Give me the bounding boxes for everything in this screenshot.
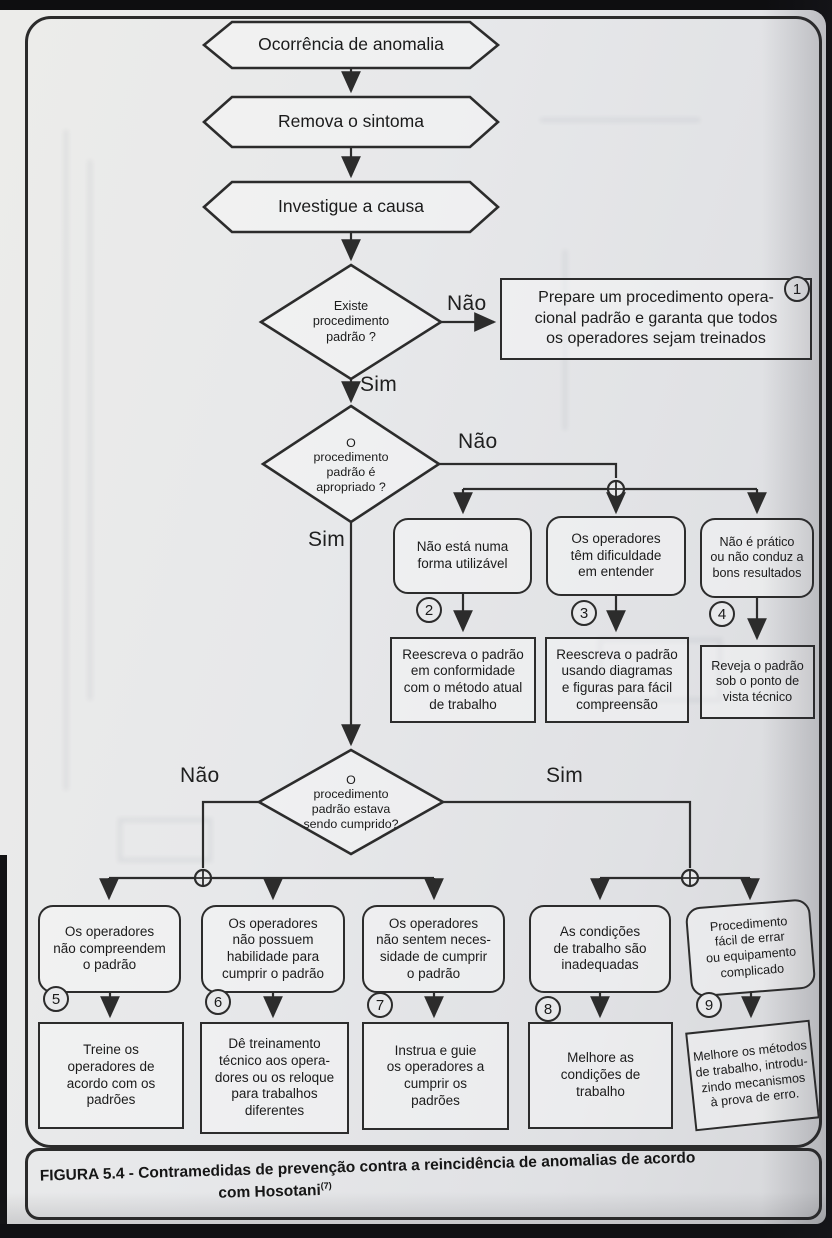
caption-box (25, 1148, 822, 1220)
cause-box-6: Os operadores não possuem habilidade par… (201, 905, 345, 993)
action-box-1: Prepare um procedimento opera- cional pa… (500, 278, 812, 360)
decision-shape-standard-followed (256, 748, 446, 856)
connector-lines (99, 68, 767, 1019)
step-number-1: 1 (784, 276, 810, 302)
step-number-5: 5 (43, 986, 69, 1012)
page-edge-shadow-left (0, 855, 7, 1224)
action-box-4: Reveja o padrão sob o ponto de vista téc… (700, 645, 815, 719)
action-box-3: Reescreva o padrão usando diagramas e fi… (545, 637, 689, 723)
cause-box-5: Os operadores não compreendem o padrão (38, 905, 181, 993)
step-number-8: 8 (535, 996, 561, 1022)
page-shading-right (762, 0, 832, 1238)
terminator-investigate-cause: Investigue a causa (278, 196, 424, 217)
book-page (0, 10, 826, 1224)
step-number-6: 6 (205, 989, 231, 1015)
action-box-8: Melhore as condições de trabalho (528, 1022, 673, 1129)
terminator-shape-start (201, 20, 501, 70)
action-box-7: Instrua e guie os operadores a cumprir o… (362, 1022, 509, 1130)
figure-frame (25, 16, 822, 1148)
action-box-2: Reescreva o padrão em conformidade com o… (390, 637, 536, 723)
branch-label-yes-2: Sim (308, 528, 346, 551)
cause-box-8: As condições de trabalho são inadequadas (529, 905, 671, 993)
cause-box-2: Não está numa forma utilizável (393, 518, 532, 594)
terminator-remove-symptom: Remova o sintoma (278, 111, 424, 132)
step-number-9: 9 (696, 992, 722, 1018)
or-junction-icon (606, 479, 626, 499)
or-junction-icon (680, 868, 700, 888)
decision-standard-followed: O procedimento padrão estava sendo cumpr… (303, 772, 399, 831)
cause-box-7: Os operadores não sentem neces- sidade d… (362, 905, 505, 993)
step-number-3: 3 (571, 600, 597, 626)
caption-reference-superscript: (7) (320, 1180, 332, 1191)
branch-label-yes-3: Sim (546, 764, 584, 787)
decision-standard-appropriate: O procedimento padrão é apropriado ? (313, 435, 389, 494)
decision-shape-standard-appropriate (260, 404, 442, 524)
terminator-shape-investigate (202, 180, 500, 234)
step-number-4: 4 (709, 601, 735, 627)
bleedthrough-ghost (63, 117, 723, 863)
terminator-start: Ocorrência de anomalia (258, 34, 444, 55)
branch-label-no-1: Não (447, 292, 487, 315)
branch-label-no-2: Não (458, 430, 498, 453)
or-junction-icon (193, 868, 213, 888)
step-number-7: 7 (367, 992, 393, 1018)
branch-label-yes-1: Sim (360, 373, 398, 396)
terminator-shape-remove-symptom (202, 95, 500, 149)
decision-standard-exists: Existe procedimento padrão ? (312, 298, 390, 344)
cause-box-3: Os operadores têm dificuldade em entende… (546, 516, 686, 596)
decision-shape-standard-exists (258, 263, 444, 381)
action-box-5: Treine os operadores de acordo com os pa… (38, 1022, 184, 1129)
page-shading-bottom (0, 1192, 832, 1238)
branch-label-no-3: Não (180, 764, 220, 787)
step-number-2: 2 (416, 597, 442, 623)
cause-box-4: Não é prático ou não conduz a bons resul… (700, 518, 814, 598)
action-box-6: Dê treinamento técnico aos opera- dores … (200, 1022, 349, 1134)
